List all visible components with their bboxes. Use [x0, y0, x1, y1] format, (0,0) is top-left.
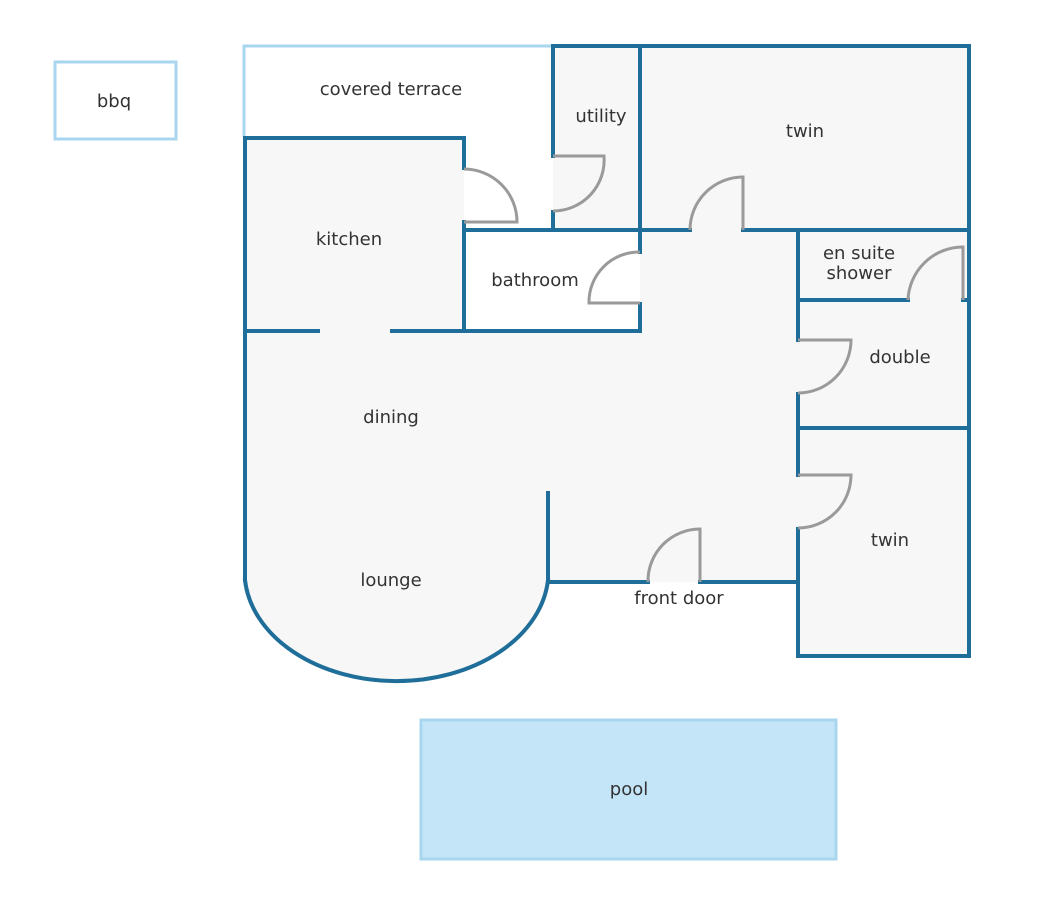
label-pool: pool [610, 779, 648, 800]
label-bathroom: bathroom [491, 270, 579, 291]
label-bbq: bbq [97, 91, 131, 112]
label-lounge: lounge [360, 570, 421, 591]
bbq-outline [53, 60, 178, 141]
pool-area [419, 718, 838, 861]
door-twin-bottom [797, 473, 853, 530]
covered-terrace-outline [242, 44, 553, 137]
doors [463, 154, 965, 583]
label-front-door: front door [634, 588, 724, 609]
label-utility: utility [575, 106, 627, 127]
door-utility [552, 154, 606, 213]
label-double: double [869, 347, 930, 368]
door-twin-top [688, 175, 745, 231]
label-en-suite-shower: shower [827, 263, 893, 284]
label-dining: dining [363, 407, 419, 428]
label-twin-bottom: twin [871, 530, 909, 551]
door-bathroom [587, 250, 641, 305]
door-en-suite [906, 245, 965, 301]
label-kitchen: kitchen [316, 229, 382, 250]
door-front [646, 527, 702, 583]
room-labels: bbq covered terrace utility twin kitchen… [97, 79, 931, 800]
label-covered-terrace: covered terrace [320, 79, 462, 100]
door-double [797, 338, 853, 395]
floor-fills [245, 46, 969, 682]
label-en-suite: en suite [823, 243, 895, 264]
door-kitchen-terrace [463, 167, 519, 224]
label-twin-top: twin [786, 121, 824, 142]
walls [242, 44, 971, 684]
